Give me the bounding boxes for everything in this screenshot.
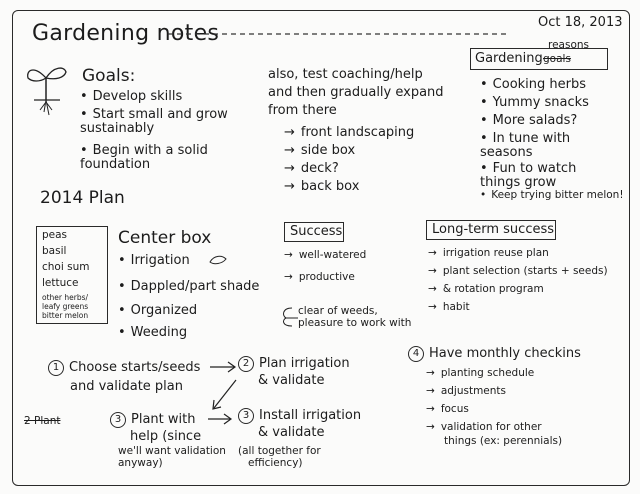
center-box-heading: Center box [118, 228, 212, 248]
step-3-line-4: anyway) [118, 457, 163, 469]
curved-arrow-icon [212, 379, 237, 410]
reason-item: Keep trying bitter melon! [480, 189, 623, 201]
arrow-icon [208, 413, 233, 425]
step-text: Install irrigation [259, 408, 362, 423]
success-item: well-watered [284, 249, 366, 261]
expand-item: side box [284, 144, 355, 158]
reasons-heading-crossed: goals [543, 53, 571, 65]
expand-item: deck? [284, 162, 339, 176]
step-1-line-2: and validate plan [70, 379, 183, 394]
checkin-item: focus [426, 403, 469, 415]
plant-item: lettuce [42, 277, 79, 289]
step-text: Have monthly checkins [429, 346, 581, 361]
leaf-icon [209, 255, 227, 265]
step-3-crossed-prefix: 2 Plant [24, 415, 61, 427]
also-line: and then gradually expand [268, 85, 444, 100]
long-term-item: & rotation program [428, 283, 544, 295]
step-1: 1 Choose starts/seeds [48, 360, 200, 376]
long-term-heading: Long-term success [432, 222, 555, 237]
reason-item: Cooking herbs [480, 78, 586, 92]
success-item: pleasure to work with [298, 317, 412, 329]
goal-item: Begin with a solid foundation [80, 144, 250, 171]
step-number: 4 [408, 346, 424, 362]
step-3: 3 Plant with [110, 412, 195, 428]
success-heading: Success [290, 224, 343, 239]
long-term-item: habit [428, 301, 470, 313]
step-number: 1 [48, 360, 64, 376]
center-box-item: Irrigation [118, 254, 190, 268]
goals-heading: Goals: [82, 66, 136, 86]
plan-heading: 2014 Plan [40, 188, 125, 208]
long-term-heading-box [426, 220, 556, 240]
step-2: 2 Plan irrigation [238, 356, 350, 372]
step-3-line-2: help (since [130, 429, 202, 444]
step-4-line-4: efficiency) [248, 457, 303, 469]
step-number: 3 [110, 412, 126, 428]
step-5: 4 Have monthly checkins [408, 346, 581, 362]
plant-item: other herbs/ [42, 293, 89, 302]
checkin-item: planting schedule [426, 367, 534, 379]
also-line: also, test coaching/help [268, 67, 423, 82]
step-text: Choose starts/seeds [69, 360, 201, 375]
plant-item: peas [42, 229, 68, 241]
center-box-item: Dappled/part shade [118, 280, 260, 294]
reason-item: More salads? [480, 114, 578, 128]
step-4: 3 Install irrigation [238, 408, 361, 424]
goal-item: Start small and grow sustainably [80, 108, 255, 135]
arrow-icon [210, 361, 237, 373]
goal-item: Develop skills [80, 90, 183, 104]
reason-item: Yummy snacks [480, 96, 589, 110]
also-line: from there [268, 103, 337, 118]
step-number: 3 [238, 408, 254, 424]
checkin-item: validation for other [426, 421, 542, 433]
page-title: Gardening notes [32, 21, 220, 46]
long-term-item: irrigation reuse plan [428, 247, 549, 259]
plant-item: bitter melon [42, 311, 89, 320]
date: Oct 18, 2013 [538, 15, 623, 30]
expand-item: back box [284, 180, 360, 194]
long-term-item: plant selection (starts + seeds) [428, 265, 608, 277]
success-item: clear of weeds, [298, 305, 378, 317]
step-4-line-3: (all together for [238, 445, 321, 457]
center-box-item: Organized [118, 304, 198, 318]
bracket-arrow-icon [283, 307, 298, 327]
reason-item: Fun to watch things grow [480, 162, 590, 189]
reasons-heading-box [470, 48, 608, 70]
checkin-item: things (ex: perennials) [444, 435, 563, 447]
success-item: productive [284, 271, 355, 283]
checkin-item: adjustments [426, 385, 506, 397]
step-text: Plan irrigation [259, 356, 350, 371]
center-box-item: Weeding [118, 326, 187, 340]
plant-item: basil [42, 245, 67, 257]
plant-item: choi sum [42, 261, 90, 273]
plant-list-box [36, 226, 108, 324]
reasons-heading: Gardening [475, 51, 543, 66]
success-heading-box [284, 222, 344, 242]
reason-item: In tune with seasons [480, 132, 590, 159]
step-number: 2 [238, 356, 254, 372]
page-frame [12, 10, 630, 486]
step-4-line-2: & validate [258, 425, 325, 440]
step-3-line-3: we'll want validation [118, 445, 226, 457]
plant-item: leafy greens [42, 302, 89, 311]
reasons-heading-reasons: reasons [548, 39, 590, 51]
step-2-line-2: & validate [258, 373, 325, 388]
step-text: Plant with [131, 412, 196, 427]
title-dashed-rule [168, 33, 508, 35]
seedling-icon [27, 67, 67, 116]
expand-item: front landscaping [284, 126, 414, 140]
